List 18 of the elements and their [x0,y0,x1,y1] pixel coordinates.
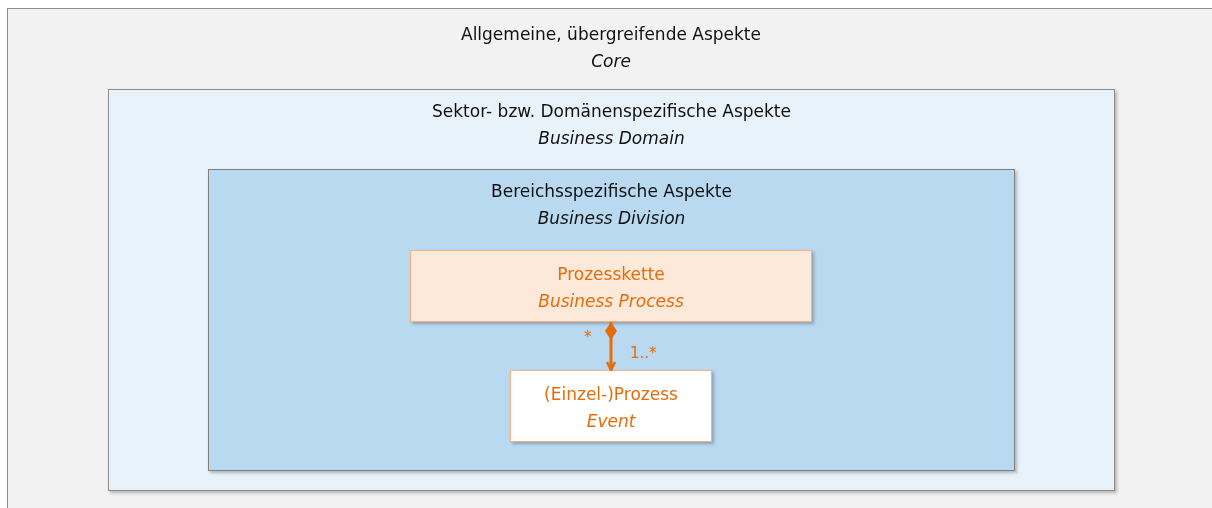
node-title: Prozesskette [557,263,665,286]
node-title: (Einzel-)Prozess [544,383,678,406]
node-subtitle: Business Process [538,290,684,313]
domain-box [108,89,1115,491]
node-subtitle: Event [586,410,636,433]
process-box [410,250,812,322]
node-title: Allgemeine, übergreifende Aspekte [461,23,761,46]
node-subtitle: Core [591,50,631,73]
multiplicity-label: 1..* [630,344,657,362]
node-title: Sektor- bzw. Domänenspezifische Aspekte [432,100,791,123]
multiplicity-label: * [584,328,592,346]
node-subtitle: Business Division [537,207,686,230]
division-box [208,169,1015,471]
node-subtitle: Business Domain [538,127,685,150]
process-box [510,370,712,442]
node-title: Bereichsspezifische Aspekte [491,180,732,203]
frame-box [7,8,1212,508]
composition-arrow [605,322,617,372]
